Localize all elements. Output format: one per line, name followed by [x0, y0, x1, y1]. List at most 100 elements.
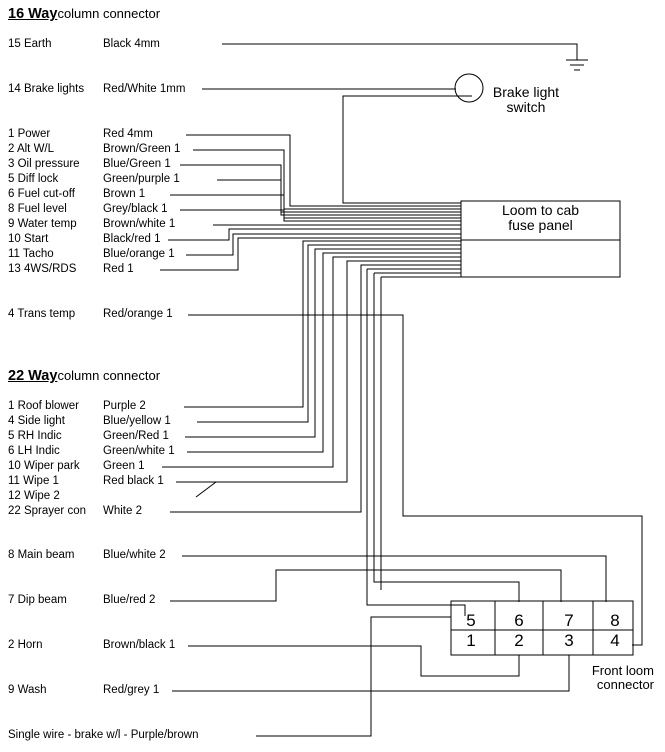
wire-trans-temp	[188, 314, 643, 646]
row16-wire: Red 4mm	[103, 128, 153, 140]
header-16-text: column connector	[57, 6, 161, 21]
pin-7: 7	[564, 611, 574, 630]
row22-name: 6 LH Indic	[8, 445, 60, 457]
wire-wipe-2	[195, 481, 217, 498]
row16-name: 13 4WS/RDS	[8, 263, 77, 275]
wire-horn	[188, 645, 520, 677]
row16-name: 1 Power	[8, 128, 51, 140]
wire-power	[186, 134, 461, 207]
row16-name: 15 Earth	[8, 38, 52, 50]
row22-wire: Purple 2	[103, 400, 146, 412]
loom-box	[460, 200, 621, 278]
wire-fuel-level	[180, 209, 461, 222]
wire-sprayer	[170, 264, 461, 513]
wire-4ws-rds	[160, 237, 461, 271]
row22-wire: Blue/white 2	[103, 549, 166, 561]
pin-4: 4	[610, 631, 620, 650]
wire-roof-blower	[184, 240, 461, 408]
row22-name: 22 Sprayer con	[8, 505, 86, 517]
row16-wire: Brown/Green 1	[103, 143, 181, 155]
pin-3: 3	[564, 631, 574, 650]
wire-to-pin5	[366, 268, 466, 616]
earth-wire	[222, 43, 578, 60]
brake-switch-to-loom-wire	[342, 95, 472, 204]
row22-name: 1 Roof blower	[8, 400, 79, 412]
row16-wire: Red/White 1mm	[103, 83, 186, 95]
brake-switch-icon	[454, 73, 484, 103]
wire-oil-pressure	[180, 164, 461, 213]
row16-name: 2 Alt W/L	[8, 143, 55, 155]
wire-fuel-cutoff	[170, 194, 461, 219]
wire-alt-wl	[193, 149, 461, 210]
row16-wire: Black 4mm	[103, 38, 160, 50]
row16-wire: Red 1	[103, 263, 134, 275]
single-wire	[256, 616, 451, 737]
pin-1: 1	[466, 631, 476, 650]
wire-to-pin6	[373, 272, 520, 602]
row16-name: 8 Fuel level	[8, 203, 67, 215]
row16-name: 11 Tacho	[8, 248, 54, 260]
row16-name: 5 Diff lock	[8, 173, 59, 185]
wire-diff-lock	[217, 179, 461, 216]
row22-name: 7 Dip beam	[8, 594, 67, 606]
wire-rh-indic	[185, 248, 461, 438]
row16-wire: Blue/orange 1	[103, 248, 175, 260]
row16-wire: Brown 1	[103, 188, 146, 200]
row22-wire: Blue/yellow 1	[103, 415, 171, 427]
row16-name: 10 Start	[8, 233, 49, 245]
row16-wire: Blue/Green 1	[103, 158, 171, 170]
pin-8: 8	[610, 611, 620, 630]
wire-to-pin7	[380, 276, 461, 590]
header-22-number: 22 Way	[8, 368, 58, 384]
row22-wire: White 2	[103, 505, 142, 517]
wire-tacho	[186, 233, 461, 256]
ground-symbol-icon	[566, 59, 588, 71]
wire-lh-indic	[187, 252, 461, 453]
pin-6: 6	[514, 611, 524, 630]
row22-wire: Red/grey 1	[103, 684, 160, 696]
row16-name: 3 Oil pressure	[8, 158, 80, 170]
row16-name: 9 Water temp	[8, 218, 77, 230]
row22-wire: Green/Red 1	[103, 430, 169, 442]
row16-wire: Black/red 1	[103, 233, 161, 245]
row22-name: 10 Wiper park	[8, 460, 80, 472]
row16-wire: Grey/black 1	[103, 203, 168, 215]
front-loom-label-line1: Front loom	[591, 663, 654, 678]
wire-wash	[172, 655, 570, 692]
row16-name: 6 Fuel cut-off	[8, 188, 75, 200]
pin-5: 5	[466, 611, 476, 630]
wire-dip-beam	[170, 569, 562, 602]
front-loom-label: Front loom connector	[560, 664, 654, 692]
row22-name: 9 Wash	[8, 684, 47, 696]
front-loom-label-line2: connector	[596, 677, 654, 692]
wire-main-beam	[182, 555, 607, 602]
wire-side-light	[197, 244, 461, 423]
loom-label: Loom to cab fuse panel	[461, 203, 620, 233]
pin-2: 2	[514, 631, 524, 650]
loom-label-line1: Loom to cab	[501, 202, 580, 218]
front-loom-connector	[450, 600, 634, 656]
row16-name: 4 Trans temp	[8, 308, 76, 320]
row22-name: 8 Main beam	[8, 549, 75, 561]
loom-label-line2: fuse panel	[508, 217, 573, 233]
wire-start	[168, 228, 461, 241]
brake-switch-label-line2: switch	[506, 99, 546, 115]
header-16-way: 16 Waycolumn connector	[8, 6, 160, 22]
row22-name: 4 Side light	[8, 415, 65, 427]
row22-name: 5 RH Indic	[8, 430, 62, 442]
row16-wire: Red/orange 1	[103, 308, 173, 320]
row22-wire: Blue/red 2	[103, 594, 156, 606]
row22-wire: Green 1	[103, 460, 145, 472]
row22-wire: Red black 1	[103, 475, 164, 487]
row16-wire: Brown/white 1	[103, 218, 176, 230]
row16-wire: Green/purple 1	[103, 173, 180, 185]
wire-wiper-park	[162, 256, 461, 468]
row16-name: 14 Brake lights	[8, 83, 85, 95]
brake-switch-label: Brake light switch	[486, 85, 566, 115]
header-22-text: column connector	[57, 368, 161, 383]
row22-name: 2 Horn	[8, 639, 43, 651]
header-22-way: 22 Waycolumn connector	[8, 368, 160, 384]
row22-wire: Brown/black 1	[103, 639, 176, 651]
row22-name: 11 Wipe 1	[8, 475, 59, 487]
single-wire-label: Single wire - brake w/l - Purple/brown	[8, 729, 199, 741]
